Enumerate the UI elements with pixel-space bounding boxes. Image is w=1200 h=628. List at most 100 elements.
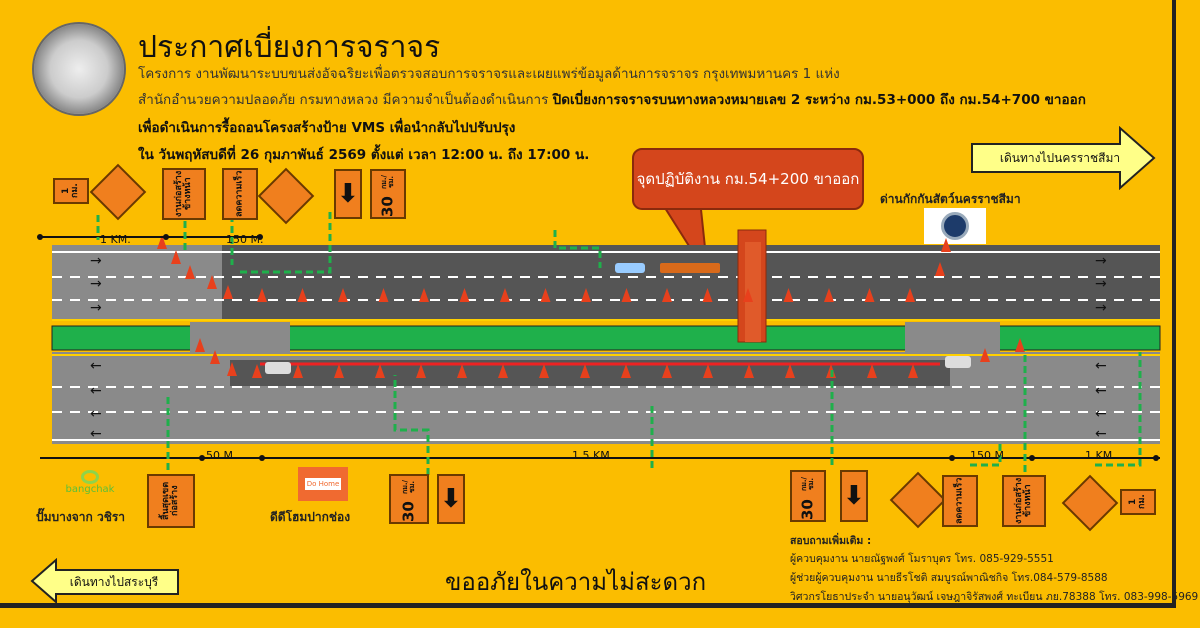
dohome-label: ดีดีโฮมปากช่อง [270, 510, 351, 524]
traffic-cone [185, 265, 195, 279]
traffic-cone [621, 364, 631, 378]
distance-bottom-1km: 1 KM. [1085, 449, 1116, 462]
traffic-cone [824, 288, 834, 302]
traffic-cone [419, 288, 429, 302]
car [945, 356, 971, 368]
sign-speed-30: 30 กม./ชม. [389, 474, 429, 524]
lane-arrow-right: → [90, 253, 102, 269]
traffic-cone [744, 364, 754, 378]
traffic-cone [223, 285, 233, 299]
distance-top-1km: 1 KM. [100, 233, 131, 246]
traffic-cone [498, 364, 508, 378]
distance-bottom-1-5km: 1.5 KM. [572, 449, 614, 462]
department-of-highways-logo [32, 22, 126, 116]
sign-reduce-speed: ลดความเร็ว [222, 168, 258, 220]
traffic-cone [378, 288, 389, 302]
speed-unit: กม./ชม. [401, 480, 416, 495]
traffic-cone [980, 348, 990, 362]
car [265, 362, 291, 374]
lane-arrow-left: ← [90, 383, 102, 399]
lane-arrow-right: → [1095, 300, 1107, 316]
traffic-cone [783, 288, 794, 302]
traffic-cone [580, 364, 590, 378]
traffic-cone [157, 235, 167, 249]
traffic-cone [171, 250, 181, 264]
traffic-cone [941, 238, 951, 252]
traffic-cone [459, 288, 470, 302]
direction-right-arrow [971, 126, 1156, 190]
distance-top-150m: 150 M. [226, 233, 264, 246]
sign-end-construction: สิ้นสุดเขตก่อสร้าง [147, 474, 195, 528]
project-line: โครงการ งานพัฒนาระบบขนส่งอัจฉริยะเพื่อตร… [138, 66, 840, 82]
checkpoint-label: ด่านกักกันสัตว์นครราชสีมา [880, 192, 1021, 206]
contact-assistant: ผู้ช่วยผู้ควบคุมงาน นายธีรโชติ สมบูรณ์พา… [790, 572, 1108, 584]
sign-1km: 1 กม. [1120, 489, 1156, 515]
traffic-cone [702, 288, 713, 302]
sign-1km: 1 กม. [53, 178, 89, 204]
speed-value: 30 [798, 499, 817, 520]
traffic-cone [195, 338, 205, 352]
traffic-cone [540, 288, 551, 302]
work-point-callout: จุดปฏิบัติงาน กม.54+200 ขาออก [632, 148, 864, 210]
lane-arrow-left: ← [90, 358, 102, 374]
traffic-cone [457, 364, 467, 378]
traffic-cone [539, 364, 549, 378]
speed-unit: กม./ชม. [800, 477, 815, 492]
traffic-cone [621, 288, 632, 302]
sign-leader-lines [96, 210, 1142, 475]
traffic-cone [1015, 338, 1025, 352]
crane-truck [660, 263, 720, 273]
lane-arrow-right: → [1095, 253, 1107, 269]
lane-arrow-left: ← [1095, 426, 1107, 442]
lane-arrow-right: → [90, 300, 102, 316]
date-line: ใน วันพฤหัสบดีที่ 26 กุมภาพันธ์ 2569 ตั้… [138, 147, 590, 163]
traffic-cone [416, 364, 426, 378]
contact-heading: สอบถามเพิ่มเติม : [790, 535, 872, 547]
sign-down-arrow: ⬇ [334, 169, 362, 219]
sign-construction-ahead: งานก่อสร้างข้างหน้า [1002, 475, 1046, 527]
traffic-cone [297, 288, 308, 302]
traffic-cone [210, 350, 220, 364]
traffic-cone [257, 288, 267, 302]
direction-left-label: เดินทางไปสระบุรี [69, 574, 159, 589]
median-crossover [190, 322, 290, 352]
sign-speed-30: 30 กม./ชม. [790, 470, 826, 522]
bangchak-logo: bangchak [65, 470, 115, 495]
page-title: ประกาศเบี่ยงการจราจร [138, 30, 441, 65]
direction-right-label: เดินทางไปนครราชสีมา [999, 150, 1121, 165]
traffic-cone [334, 364, 344, 378]
sign-reduce-speed: ลดความเร็ว [942, 475, 978, 527]
sign-down-arrow: ⬇ [437, 474, 465, 524]
traffic-cone [581, 288, 591, 302]
traffic-cone [227, 362, 237, 376]
lane-arrow-left: ← [1095, 406, 1107, 422]
traffic-cone [905, 288, 915, 302]
traffic-cone [785, 364, 795, 378]
lane-arrow-left: ← [1095, 358, 1107, 374]
lane-arrow-right: → [1095, 276, 1107, 292]
sign-construction-ahead: งานก่อสร้างข้างหน้า [162, 168, 206, 220]
outbound-carriageway [52, 245, 1160, 321]
poster-frame [0, 0, 1176, 608]
speed-unit: กม./ชม. [380, 175, 395, 190]
speed-value: 30 [378, 196, 397, 217]
contact-engineer: วิศวกรโยธาประจำ นายอนุวัฒน์ เจษฎาจิรัสพง… [790, 591, 1199, 603]
median-crossover [905, 322, 1000, 352]
traffic-cone [935, 262, 945, 276]
distance-bottom-50m: 50 M. [206, 449, 237, 462]
closure-line: ปิดเบี่ยงการจราจรบนทางหลวงหมายเลข 2 ระหว… [552, 92, 1086, 108]
lane-arrow-left: ← [90, 426, 102, 442]
agency-line: สำนักอำนวยความปลอดภัย กรมทางหลวง มีความจ… [138, 92, 549, 108]
traffic-cone [908, 364, 918, 378]
car [615, 263, 645, 273]
lane-arrow-left: ← [1095, 383, 1107, 399]
bangchak-label: ปั๊มบางจาก วชิรา [36, 510, 126, 524]
traffic-cone [867, 364, 877, 378]
lane-arrow-left: ← [90, 406, 102, 422]
traffic-cone [703, 364, 713, 378]
sign-down-arrow: ⬇ [840, 470, 868, 522]
traffic-cone [293, 364, 303, 378]
traffic-cone [662, 364, 672, 378]
traffic-cone [864, 288, 875, 302]
